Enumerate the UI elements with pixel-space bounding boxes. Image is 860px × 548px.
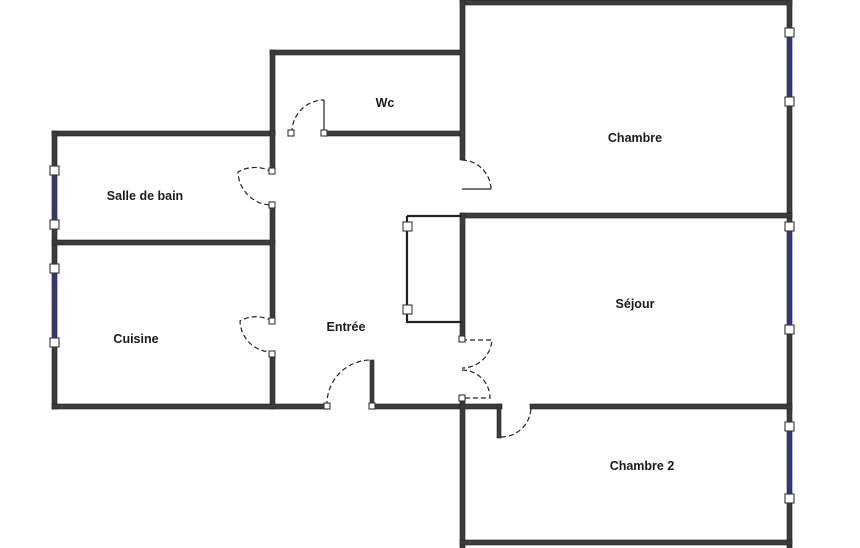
window-kitchen-node-a <box>49 263 60 274</box>
door-hinge-bath-b <box>268 201 276 209</box>
window-sejour-node-a <box>784 221 795 232</box>
wall-right-outer <box>786 0 793 548</box>
door-hinge-kitchen-b <box>268 350 276 358</box>
wall-sejour-chambre2-b <box>529 403 793 410</box>
wall-door-stub <box>496 403 502 439</box>
door-hinge-wc-b <box>320 129 328 137</box>
room-label-wc: Wc <box>376 96 395 110</box>
door-swing-chambre <box>461 159 492 190</box>
wall-wc-top <box>269 49 463 56</box>
room-label-sejour: Séjour <box>616 297 655 311</box>
wall-kitchen-right-lower <box>269 353 276 410</box>
room-label-salle-de-bain: Salle de bain <box>107 189 183 203</box>
door-hinge-entry-a <box>323 402 331 410</box>
windows <box>49 27 795 504</box>
door-swing-wc <box>291 99 325 134</box>
wall-wc-left <box>269 49 276 136</box>
window-bath-node-a <box>49 165 60 176</box>
door-hinge-bath-a <box>268 167 276 175</box>
room-labels: Wc Chambre Salle de bain Séjour Entrée C… <box>107 96 675 473</box>
window-sejour-node-b <box>784 324 795 335</box>
door-hinge-kitchen-a <box>268 317 276 325</box>
wall-bath-top <box>51 130 276 137</box>
closet-outline <box>405 214 462 324</box>
wall-bath-right-upper <box>269 130 276 172</box>
door-hinge-sejour-b <box>458 394 466 402</box>
wall-wc-bottom <box>325 130 463 137</box>
room-label-chambre-2: Chambre 2 <box>610 459 675 473</box>
door-swing-chambre2 <box>500 406 532 438</box>
closet-node-b <box>402 304 413 315</box>
closet-node-a <box>402 221 413 232</box>
window-chambre-node-b <box>784 96 795 107</box>
wall-sejour-chambre2-a <box>459 403 503 410</box>
doors <box>237 99 532 438</box>
door-swing-entry <box>326 359 372 407</box>
wall-chambre-sejour <box>459 212 793 219</box>
walls <box>51 0 793 548</box>
wall-bottom-mid <box>371 403 463 410</box>
room-label-cuisine: Cuisine <box>113 332 158 346</box>
window-kitchen-node-b <box>49 337 60 348</box>
door-hinge-sejour-a <box>458 335 466 343</box>
window-chambre-node-a <box>784 27 795 38</box>
door-swing-sejour-b <box>461 369 491 399</box>
window-chambre2-node-a <box>784 421 795 432</box>
window-bath-node-b <box>49 219 60 230</box>
wall-center-lower <box>459 397 466 548</box>
window-chambre2-node-b <box>784 493 795 504</box>
wall-bottom-left <box>51 403 328 410</box>
room-label-chambre: Chambre <box>608 131 662 145</box>
wall-bath-right-lower <box>269 204 276 324</box>
door-swing-sejour-a <box>461 339 493 369</box>
door-swing-bath <box>237 166 273 206</box>
wall-center-upper <box>459 0 466 161</box>
wall-chambre2-bottom <box>459 539 793 546</box>
door-swing-kitchen <box>239 316 273 353</box>
wall-bath-kitchen <box>51 239 276 246</box>
wall-entry-stub <box>369 359 375 407</box>
room-label-entree: Entrée <box>327 320 366 334</box>
wall-chambre-top <box>459 0 793 6</box>
door-hinge-entry-b <box>368 402 376 410</box>
door-hinge-wc-a <box>287 129 295 137</box>
